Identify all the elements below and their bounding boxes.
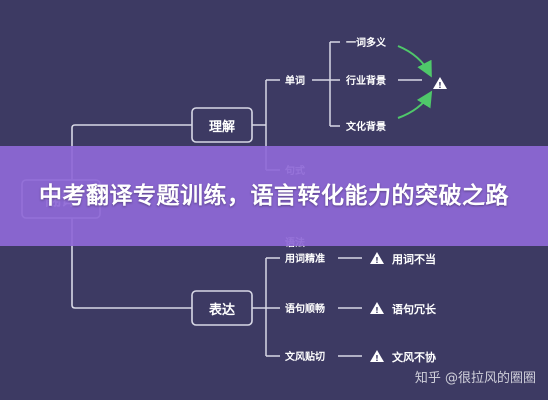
warning-mark: ! [375,256,379,265]
warning-mark: ! [375,306,379,315]
node-fitting-style: 文风贴切 [285,350,325,363]
node-precise-word: 用词精准 [284,252,325,265]
arrow-from-cultural [397,90,433,119]
root-connector-bottom [71,218,192,309]
result-improper-word: 用词不当 [392,252,436,266]
warning-icon [433,77,447,89]
root-connector-top [71,124,192,180]
expression-connector [252,257,280,357]
node-word: 单词 [285,74,305,87]
expression-result-lines [338,257,362,357]
banner-title: 中考翻译专题训练，语言转化能力的突破之路 [39,183,509,209]
result-style-mismatch: 文风不协 [392,350,436,364]
warning-icon [370,252,384,264]
branch-expression-label: 表达 [208,302,235,318]
node-polysemy: 一词多义 [346,36,387,49]
node-smooth-sentence: 语句顺畅 [285,302,325,315]
warning-icon [370,350,384,362]
arrow-from-polysemy [397,45,432,78]
node-cultural-background: 文化背景 [346,120,386,133]
node-industry-background: 行业背景 [345,74,386,87]
warning-mark: ! [438,81,442,90]
branch-understand-label: 理解 [209,119,235,135]
warning-mark: ! [375,354,379,363]
understand-connector [252,79,280,171]
word-connector [312,41,340,127]
result-verbose-sentence: 语句冗长 [392,302,437,316]
warning-icon [370,302,384,314]
watermark: 知乎 @很拉风的圈圈 [414,371,536,386]
title-banner: 中考翻译专题训练，语言转化能力的突破之路 [0,146,548,246]
